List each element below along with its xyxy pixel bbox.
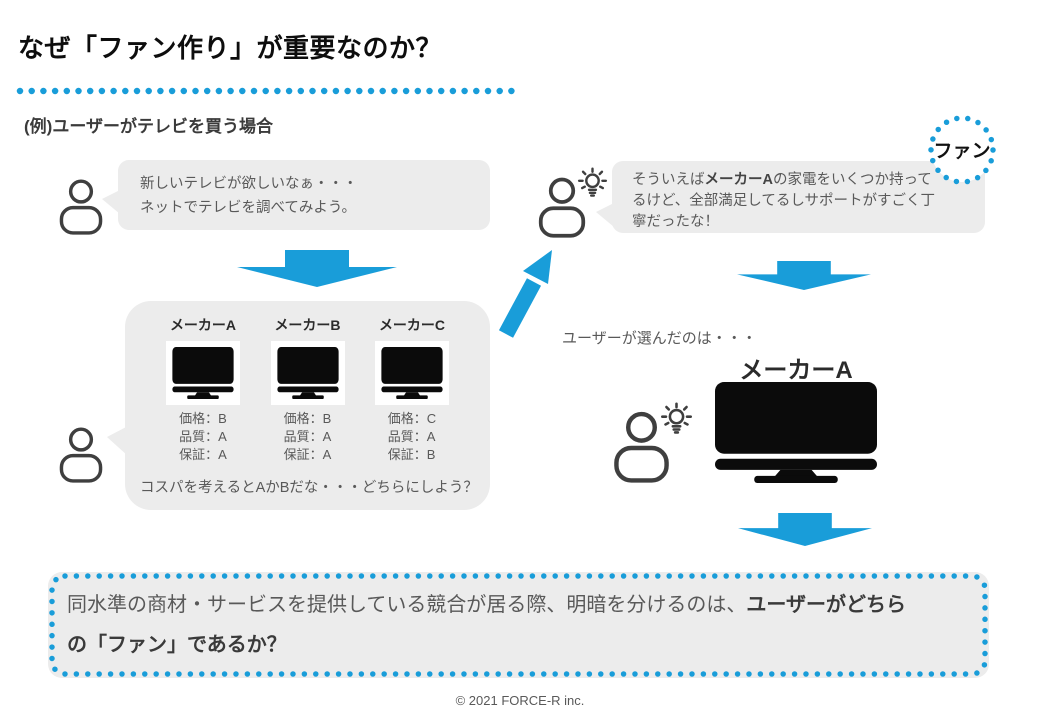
spec-warranty: 保証：A — [179, 447, 227, 462]
maker-name: メーカーB — [274, 317, 341, 333]
chosen-tv-icon — [714, 382, 878, 483]
conclusion-line1: 同水準の商材・サービスを提供している競合が居る際、明暗を分けるのは、ユーザーがど… — [67, 585, 989, 625]
user-icon — [58, 426, 104, 483]
spec-price: 価格：B — [179, 411, 227, 426]
tv-icon — [277, 347, 339, 399]
recall-brand: メーカーA — [704, 172, 773, 188]
maker-comparison-box: メーカーA 価格：B 品質：A 保証：A メーカーB 価格：B 品質：A — [107, 301, 490, 510]
tv-icon — [172, 347, 234, 399]
user-icon — [58, 178, 104, 235]
down-arrow-3 — [738, 513, 872, 546]
maker-column-b: メーカーB 価格：B 品質：A 保証：A — [256, 315, 360, 464]
bubble-tail — [102, 190, 120, 214]
fan-badge-label: ファン — [933, 140, 991, 162]
conclusion-bold-2: の「ファン」であるか？ — [67, 634, 287, 656]
bubble-recall-line2: るけど、全部満足してるしサポートがすごく丁 — [632, 193, 936, 209]
bubble-recall-line1: そういえばメーカーAの家電をいくつか持って — [632, 170, 985, 191]
speech-bubble-recall: そういえばメーカーAの家電をいくつか持って るけど、全部満足してるしサポートがす… — [596, 161, 985, 233]
tv-thumbnail — [375, 341, 449, 405]
down-arrow-1 — [237, 250, 397, 287]
bubble-recall-line3: 寧だったな！ — [632, 214, 719, 230]
fan-badge: ファン — [926, 113, 998, 187]
maker-name: メーカーC — [378, 317, 446, 333]
dotted-circle — [928, 115, 996, 185]
spec-quality: 品質：A — [283, 429, 332, 444]
maker-name: メーカーA — [169, 317, 237, 333]
diagonal-arrow — [498, 250, 552, 338]
chosen-maker-label: メーカーA — [739, 357, 853, 384]
comparison-thought: コスパを考えるとAかBだな・・・どちらにしよう？ — [140, 480, 478, 496]
tv-thumbnail — [270, 341, 345, 405]
example-caption: (例)ユーザーがテレビを買う場合 — [24, 117, 273, 136]
down-arrow-2 — [737, 261, 871, 290]
maker-column-c: メーカーC 価格：C 品質：A 保証：B — [360, 315, 464, 464]
tv-thumbnail — [166, 341, 240, 405]
copyright: © 2021 FORCE-R inc. — [455, 693, 585, 708]
conclusion-line2: の「ファン」であるか？ — [67, 625, 989, 665]
spec-price: 価格：B — [283, 411, 332, 426]
bubble-search-line2: ネットでテレビを調べてみよう。 — [140, 200, 357, 216]
tv-icon — [381, 347, 443, 399]
choice-caption: ユーザーが選んだのは・・・ — [562, 330, 757, 347]
conclusion-bold-1: ユーザーがどちら — [746, 594, 907, 616]
recall-post: の家電をいくつか持って — [772, 172, 932, 188]
bubble-tail — [596, 203, 614, 227]
spec-warranty: 保証：A — [283, 447, 332, 462]
speech-bubble-search: 新しいテレビが欲しいなぁ・・・ ネットでテレビを調べてみよう。 — [102, 160, 490, 230]
spec-warranty: 保証：B — [387, 447, 436, 462]
lightbulb-icon — [577, 167, 608, 198]
spec-price: 価格：C — [387, 411, 437, 426]
title-divider-dots — [16, 87, 516, 95]
bubble-tail — [107, 426, 128, 456]
lightbulb-icon — [660, 402, 693, 435]
conclusion-box: 同水準の商材・サービスを提供している競合が居る際、明暗を分けるのは、ユーザーがど… — [48, 572, 989, 678]
spec-quality: 品質：A — [179, 429, 227, 444]
dotted-border — [49, 573, 988, 677]
conclusion-regular: 同水準の商材・サービスを提供している競合が居る際、明暗を分けるのは、 — [67, 594, 747, 616]
spec-quality: 品質：A — [387, 429, 436, 444]
recall-pre: そういえば — [632, 172, 705, 188]
maker-column-a: メーカーA 価格：B 品質：A 保証：A — [151, 315, 255, 464]
page-title: なぜ「ファン作り」が重要なのか？ — [18, 33, 443, 63]
bubble-search-line1: 新しいテレビが欲しいなぁ・・・ — [140, 176, 358, 192]
